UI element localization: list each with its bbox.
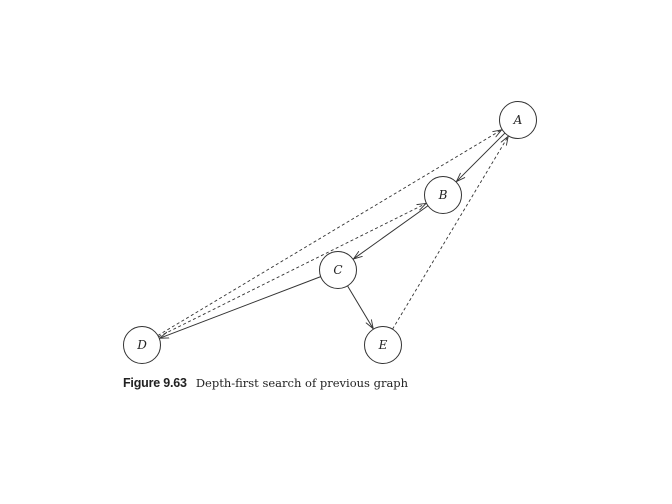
node-circle-b	[424, 176, 462, 214]
node-label-c: C	[333, 263, 342, 277]
figure-number: Figure 9.63	[123, 376, 187, 390]
node-label-b: B	[438, 188, 448, 202]
tree-edge-c-to-d	[160, 276, 321, 339]
node-circle-d	[123, 326, 161, 364]
node-d: D	[123, 326, 161, 364]
nodes-layer: A B C D E	[123, 101, 537, 364]
back-edge-d-to-a	[157, 130, 502, 336]
node-b: B	[424, 176, 462, 214]
node-circle-e	[364, 326, 402, 364]
back-edge-e-to-a	[392, 136, 509, 330]
node-label-a: A	[513, 113, 523, 127]
node-label-e: E	[378, 338, 388, 352]
caption-text: Depth-first search of previous graph	[195, 376, 409, 390]
edges-layer	[157, 130, 509, 339]
tree-edge-a-to-b	[456, 132, 506, 181]
node-label-d: D	[136, 338, 147, 352]
node-e: E	[364, 326, 402, 364]
node-circle-a	[499, 101, 537, 139]
figure-caption: Figure 9.63 Depth-first search of previou…	[123, 376, 408, 391]
tree-edge-b-to-c	[353, 205, 429, 259]
node-circle-c	[319, 251, 357, 289]
tree-edge-c-to-e	[347, 285, 374, 329]
node-c: C	[319, 251, 357, 289]
node-a: A	[499, 101, 537, 139]
back-edge-d-to-b	[158, 203, 426, 338]
